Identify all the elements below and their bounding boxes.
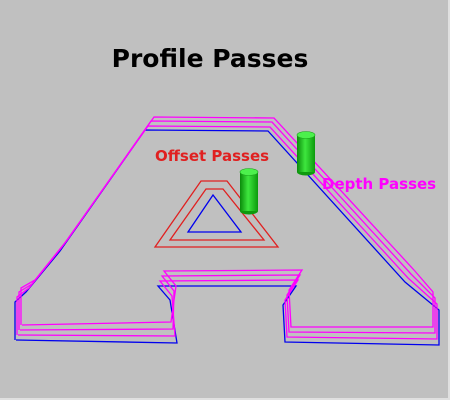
- offset-passes-label: Offset Passes: [155, 147, 270, 165]
- end-mill-tool: [239, 168, 259, 215]
- end-mill-tool: [296, 131, 316, 176]
- outer-depth-pass-3: [20, 116, 434, 328]
- tool-body: [297, 135, 315, 172]
- tools-group: [239, 131, 316, 215]
- diagram-title: Profile Passes: [111, 44, 309, 73]
- tool-body: [240, 172, 258, 211]
- offset-pass-outer: [153, 180, 280, 248]
- depth-passes-label: Depth Passes: [322, 175, 437, 193]
- offset-pass-middle: [168, 188, 266, 241]
- inner-profile: [186, 193, 243, 233]
- tool-top: [239, 168, 259, 176]
- tool-top: [296, 131, 316, 139]
